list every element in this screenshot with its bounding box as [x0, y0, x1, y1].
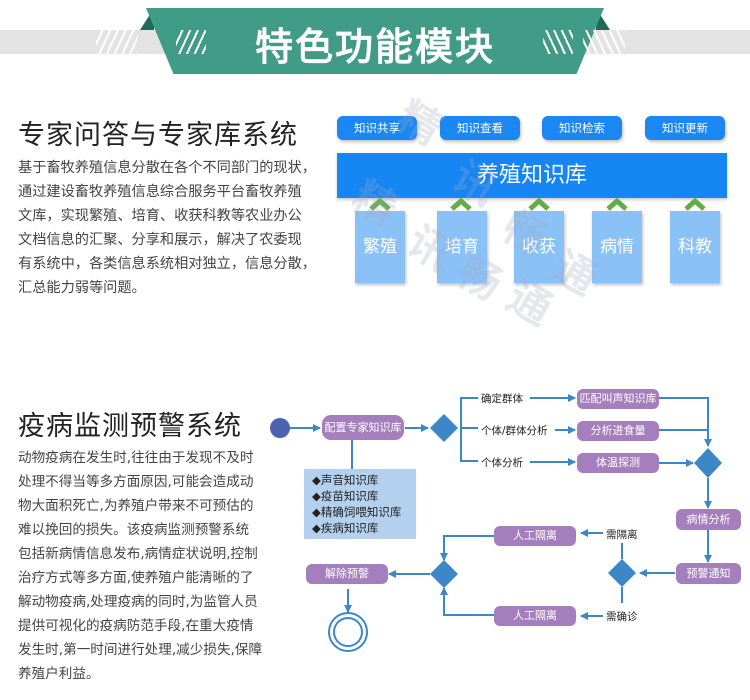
description-line: 解动物疫病,处理疫病的同时,为监管人员: [18, 594, 258, 610]
category-breeding[interactable]: 繁殖: [355, 211, 405, 283]
expert-section-title: 专家问答与专家库系统: [18, 120, 298, 151]
alert-notice-node[interactable]: 预警通知: [676, 563, 741, 584]
ribbon-body: [146, 8, 604, 74]
chevron-up-icon: [450, 197, 472, 211]
branch-label: 个体分析: [481, 457, 523, 469]
decision-label-isolate: 需隔离: [606, 529, 638, 541]
category-harvest[interactable]: 收获: [514, 211, 564, 283]
knowledge-base-list: ◆声音知识库 ◆疫苗知识库 ◆精确饲喂知识库 ◆疾病知识库: [304, 469, 416, 539]
description-line: 基于畜牧养殖信息分散在各个不同部门的现状，: [18, 160, 316, 176]
temperature-detect-node[interactable]: 体温探测: [577, 453, 659, 473]
flow-end-node-inner: [333, 617, 363, 647]
description-line: 动物疫病在发生时,往往由于发现不及时: [18, 450, 254, 466]
header-ribbon: 特色功能模块: [140, 6, 610, 74]
kb-item: ◆疫苗知识库: [312, 489, 379, 503]
analyze-intake-node[interactable]: 分析进食量: [577, 421, 659, 441]
disease-section-description: 动物疫病在发生时,往往由于发现不及时 处理不得当等多方面原因,可能会造成动 物大…: [18, 446, 283, 686]
description-line: 处理不得当等多方面原因,可能会造成动: [18, 474, 254, 490]
description-line: 包括新病情信息发布,病情症状说明,控制: [18, 546, 258, 562]
disease-section-title: 疫病监测预警系统: [18, 411, 242, 442]
knowledge-search-button[interactable]: 知识检索: [542, 116, 622, 140]
description-line: 提供可视化的疫病防范手段,在重大疫情: [18, 618, 254, 634]
decision-diamond: [430, 560, 458, 588]
expert-section-description: 基于畜牧养殖信息分散在各个不同部门的现状， 通过建设畜牧养殖信息综合服务平台畜牧…: [18, 156, 333, 300]
knowledge-update-button[interactable]: 知识更新: [645, 116, 725, 140]
branch-label: 个体/群体分析: [481, 425, 548, 437]
knowledge-view-button[interactable]: 知识查看: [440, 116, 520, 140]
description-line: 文库，实现繁殖、培育、收获科教等农业办公: [18, 208, 302, 224]
description-line: 有系统中，各类信息系统相对独立，信息分散，: [18, 256, 316, 272]
flow-arrow: [440, 587, 494, 616]
decision-diamond: [694, 448, 722, 478]
category-cultivation[interactable]: 培育: [437, 211, 487, 283]
description-line: 汇总能力弱等问题。: [18, 280, 146, 296]
config-expert-kb-node[interactable]: 配置专家知识库: [322, 415, 404, 440]
stripe-decoration-left-inner: [176, 30, 206, 54]
flow-arrow: [659, 397, 712, 447]
stripe-decoration-left-outer: [96, 30, 138, 54]
kb-item: ◆精确饲喂知识库: [312, 505, 402, 519]
description-line: 物大面积死亡,为养殖户带来不可预估的: [18, 498, 254, 514]
flow-arrow: [440, 535, 494, 561]
flow-line: [460, 397, 478, 428]
description-line: 发生时,第一时间进行处理,减少损失,保障: [18, 642, 263, 658]
description-line: 通过建设畜牧养殖信息综合服务平台畜牧养殖: [18, 184, 302, 200]
knowledge-share-button[interactable]: 知识共享: [337, 116, 417, 140]
flow-start-node: [270, 418, 290, 438]
decision-diamond: [430, 414, 458, 442]
stripe-decoration-right-outer: [583, 30, 625, 54]
category-disease[interactable]: 病情: [592, 211, 642, 283]
kb-item: ◆疾病知识库: [312, 521, 379, 535]
description-line: 治疗方式等多方面,使养殖户能清晰的了: [18, 570, 254, 586]
category-education[interactable]: 科教: [670, 211, 720, 283]
manual-isolation-node[interactable]: 人工隔离: [494, 606, 576, 626]
chevron-up-icon: [369, 197, 391, 211]
decision-label-confirm: 需确诊: [606, 611, 638, 623]
description-line: 养殖户利益。: [18, 666, 100, 682]
branch-label: 确定群体: [481, 393, 523, 405]
page-title: 特色功能模块: [254, 25, 495, 69]
description-line: 难以挽回的损失。该疫病监测预警系统: [18, 522, 250, 538]
decision-diamond: [608, 559, 636, 587]
description-line: 文档信息的汇聚、分享和展示，解决了农委现: [18, 232, 302, 248]
chevron-up-icon: [528, 197, 550, 211]
kb-item: ◆声音知识库: [312, 473, 379, 487]
flow-line: [460, 428, 478, 462]
disease-analysis-node[interactable]: 病情分析: [676, 509, 741, 530]
chevron-up-icon: [684, 197, 706, 211]
chevron-up-icon: [606, 197, 628, 211]
release-alert-node[interactable]: 解除预警: [306, 564, 388, 584]
manual-isolation-node[interactable]: 人工隔离: [494, 526, 576, 546]
match-sound-kb-node[interactable]: 匹配叫声知识库: [577, 389, 659, 409]
flow-end-node-outer: [328, 612, 368, 652]
knowledge-base-bar: 养殖知识库: [337, 153, 727, 198]
stripe-decoration-right-inner: [543, 30, 573, 54]
